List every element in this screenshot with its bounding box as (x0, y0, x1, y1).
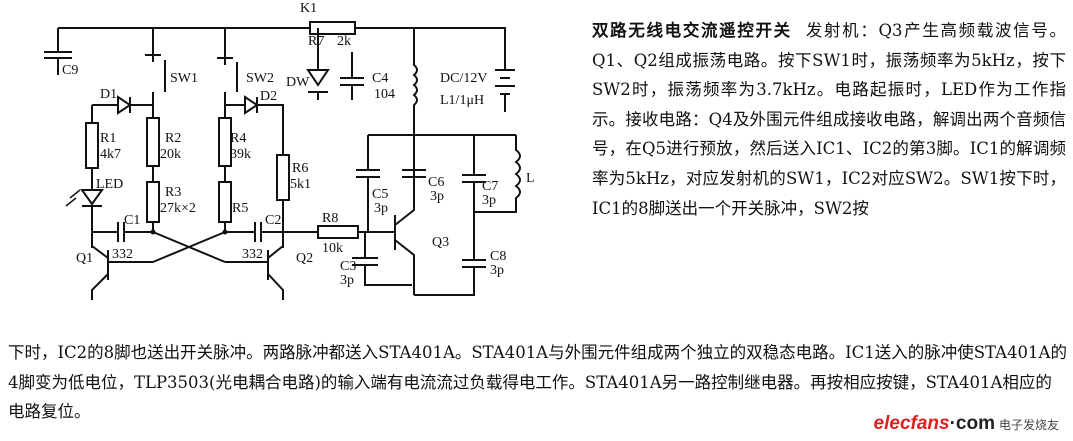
label-r2: R2 (165, 131, 181, 146)
label-r8: R8 (322, 211, 338, 226)
capacitor-c2 (225, 222, 283, 242)
diode-d2 (225, 95, 284, 155)
resistor-r7 (309, 21, 356, 35)
resistor-r5 (218, 181, 232, 223)
label-dc: DC/12V (440, 71, 487, 86)
label-r3-value: 27k×2 (160, 201, 196, 216)
capacitor-c5 (356, 134, 516, 232)
label-r8-value: 10k (322, 241, 343, 256)
resistor-r2 (146, 117, 160, 167)
cross-coupling (152, 231, 226, 263)
label-d1: D1 (100, 87, 117, 102)
label-d2: D2 (260, 89, 277, 104)
label-q1: Q1 (76, 251, 93, 266)
article-title: 双路无线电交流遥控开关 (592, 21, 792, 40)
switch-sw1 (145, 28, 166, 105)
label-c8: C8 (490, 249, 506, 264)
circuit-schematic: K1 R7 2k C9 SW1 SW2 DW C4 104 DC/12V L1/… (44, 1, 535, 300)
diode-d1 (92, 95, 153, 115)
label-c3: C3 (340, 259, 356, 274)
resistor-r3 (146, 181, 160, 223)
transistor-q1 (91, 232, 153, 300)
label-c4-value: 104 (374, 87, 395, 102)
description-text: 发射机：Q3产生高频载波信号。Q1、Q2组成振荡电路。按下SW1时，振荡频率为5… (592, 21, 1067, 218)
label-sw1: SW1 (170, 71, 198, 86)
zener-dw (306, 28, 330, 100)
label-r7: R7 (308, 34, 324, 49)
label-r6: R6 (292, 161, 308, 176)
battery-dc (495, 52, 515, 112)
label-c8-value: 3p (490, 263, 504, 278)
description-continued: 下时，IC2的8脚也送出开关脉冲。两路脉冲都送入STA401A。STA401A与… (8, 343, 1067, 422)
description-paragraph: 双路无线电交流遥控开关发射机：Q3产生高频载波信号。Q1、Q2组成振荡电路。按下… (592, 16, 1066, 223)
watermark-suffix: ·com (949, 413, 995, 434)
led (80, 168, 104, 232)
capacitor-c8 (414, 259, 486, 296)
label-dw: DW (286, 75, 310, 90)
header-fragment: K1 (300, 1, 317, 16)
top-rail (58, 27, 506, 52)
label-c2: C2 (265, 213, 281, 228)
label-r1-value: 4k7 (100, 147, 121, 162)
transistor-q3 (394, 135, 415, 295)
label-c3-value: 3p (340, 273, 354, 288)
capacitor-c7 (462, 135, 486, 260)
label-q3: Q3 (432, 235, 449, 250)
label-r4: R4 (230, 131, 246, 146)
label-l: L (526, 171, 535, 186)
label-l1: L1/1μH (440, 93, 484, 108)
label-r6-value: 5k1 (290, 177, 311, 192)
label-q2: Q2 (296, 251, 313, 266)
label-c6-value: 3p (430, 189, 444, 204)
switch-sw2 (217, 28, 238, 105)
capacitor-c1 (92, 222, 153, 242)
label-c7: C7 (482, 179, 498, 194)
label-r3: R3 (165, 185, 181, 200)
resistor-r8 (317, 225, 359, 239)
label-r4-value: 39k (230, 147, 251, 162)
label-r1: R1 (100, 131, 116, 146)
label-c5: C5 (372, 187, 388, 202)
inductor-l1 (412, 28, 418, 135)
label-r7-value: 2k (337, 34, 351, 49)
label-c9: C9 (62, 63, 78, 78)
transistor-q2 (225, 232, 284, 300)
label-c1-value: 332 (112, 247, 133, 262)
watermark-brand: elecfans (873, 413, 950, 434)
label-c7-value: 3p (482, 193, 496, 208)
resistor-r6 (276, 154, 290, 201)
label-c2-value: 332 (242, 247, 263, 262)
label-c5-value: 3p (374, 201, 388, 216)
resistor-r1 (85, 122, 99, 169)
label-c6: C6 (428, 175, 444, 190)
label-c4: C4 (372, 71, 388, 86)
inductor-l (474, 135, 521, 213)
label-r5: R5 (232, 201, 248, 216)
label-c1: C1 (124, 213, 140, 228)
capacitor-c3 (352, 232, 412, 286)
label-r2-value: 20k (160, 147, 181, 162)
capacitor-c6 (402, 160, 426, 178)
watermark-cn: 电子发烧友 (998, 418, 1059, 432)
label-sw2: SW2 (246, 71, 274, 86)
label-led: LED (96, 177, 123, 192)
